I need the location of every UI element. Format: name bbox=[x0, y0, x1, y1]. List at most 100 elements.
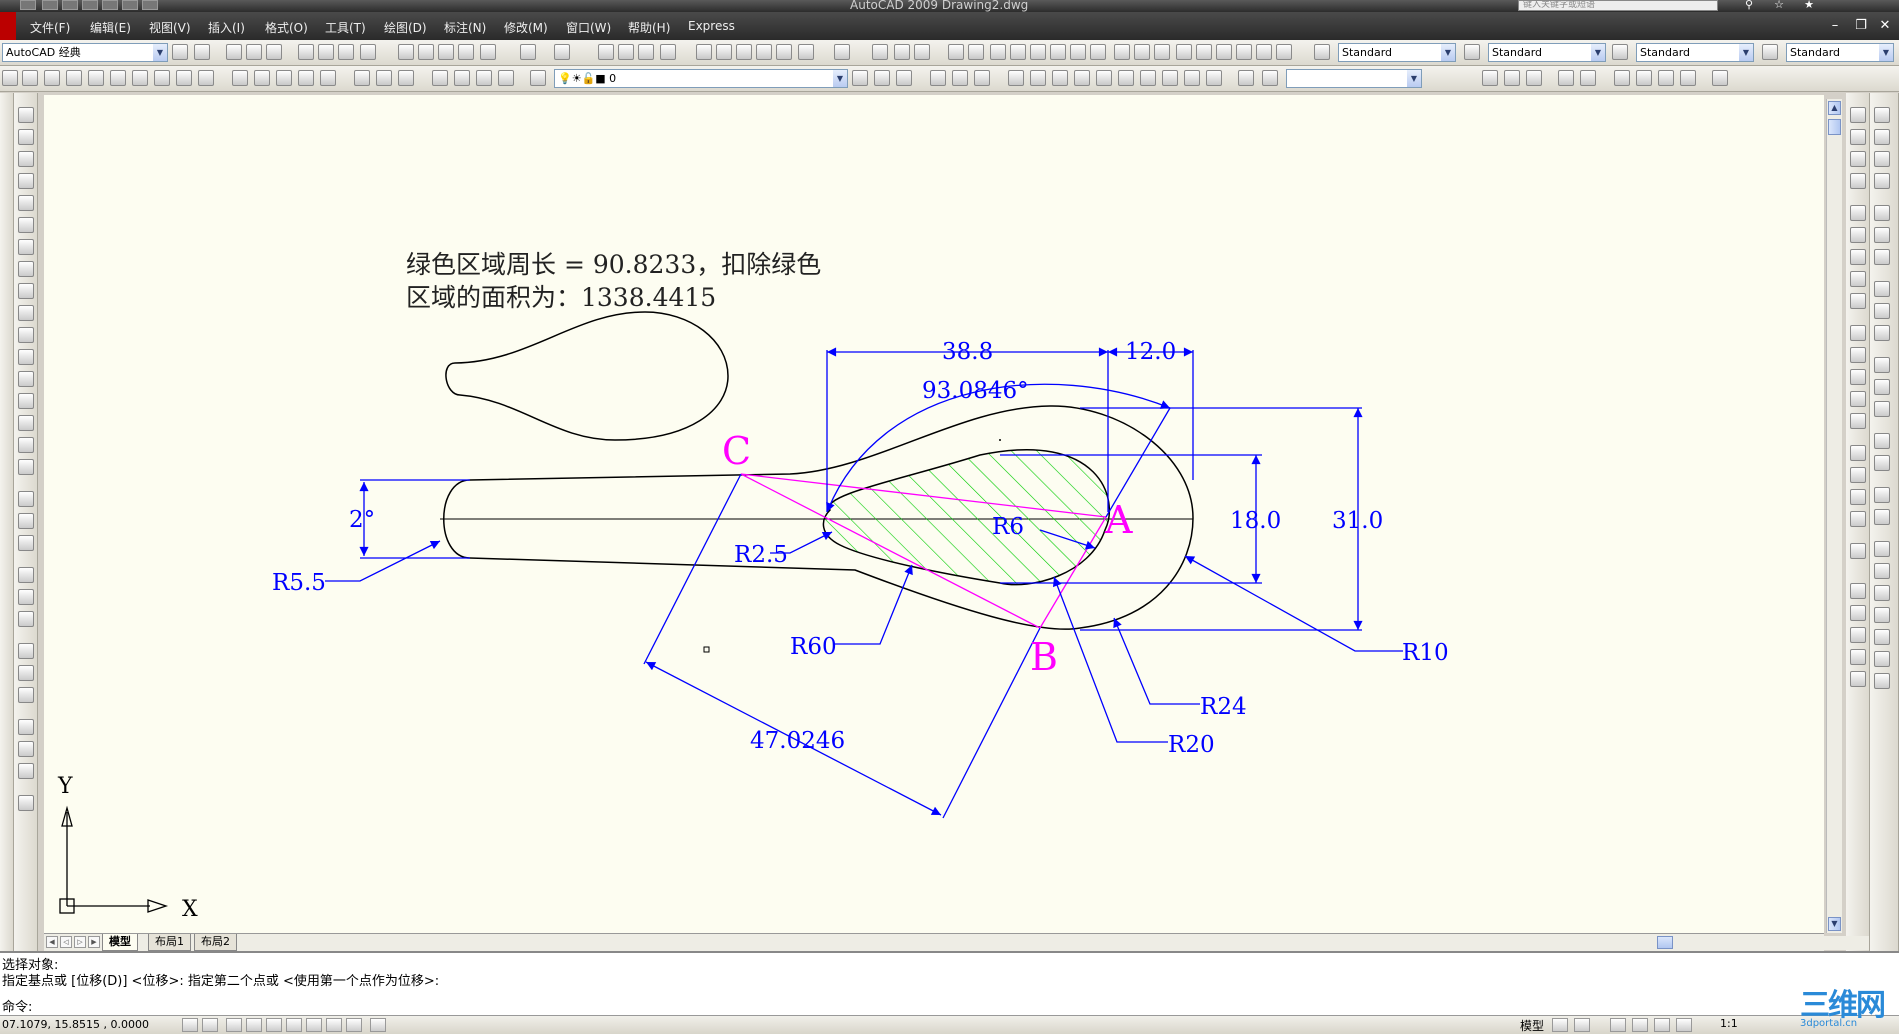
snap-mode-icon[interactable] bbox=[182, 1018, 198, 1032]
inspection-icon[interactable] bbox=[1196, 44, 1212, 60]
dim-r24[interactable]: R24 bbox=[1200, 694, 1247, 720]
workspace-select[interactable]: AutoCAD 经典 ▼ bbox=[2, 43, 168, 62]
layout-viewport-icon[interactable] bbox=[1552, 1018, 1568, 1032]
text-style-select[interactable]: Standard ▼ bbox=[1338, 43, 1456, 62]
menu-draw[interactable]: 绘图(D) bbox=[384, 21, 427, 35]
center-mark-left-icon[interactable] bbox=[18, 763, 34, 779]
dim-angular-icon[interactable] bbox=[1030, 44, 1046, 60]
dim-arc-left-icon[interactable] bbox=[18, 535, 34, 551]
undo-icon[interactable] bbox=[122, 0, 138, 10]
ucs-object-icon[interactable] bbox=[1558, 70, 1574, 86]
dim-r2-5[interactable]: R2.5 bbox=[734, 542, 788, 568]
snap-parallel-icon[interactable] bbox=[1874, 379, 1890, 395]
menu-edit[interactable]: 编辑(E) bbox=[90, 21, 131, 35]
polar-tracking-icon[interactable] bbox=[246, 1018, 262, 1032]
arc-icon[interactable] bbox=[1850, 227, 1866, 243]
menu-dimension[interactable]: 标注(N) bbox=[444, 21, 487, 35]
ucs-previous-icon[interactable] bbox=[1504, 70, 1520, 86]
dim-18-0[interactable]: 18.0 bbox=[1230, 508, 1281, 534]
cylinder-icon[interactable] bbox=[88, 70, 104, 86]
object-snap-tracking-icon[interactable] bbox=[286, 1018, 302, 1032]
undo-toolbar-icon[interactable] bbox=[520, 44, 536, 60]
multileader-style-select[interactable]: Standard ▼ bbox=[1786, 43, 1894, 62]
intersect-icon[interactable] bbox=[376, 70, 392, 86]
left-view-icon[interactable] bbox=[1052, 70, 1068, 86]
jogged-linear-icon[interactable] bbox=[1216, 44, 1232, 60]
chamfer-icon[interactable] bbox=[18, 415, 34, 431]
plot-preview-icon[interactable] bbox=[318, 44, 334, 60]
calculator-icon[interactable] bbox=[798, 44, 814, 60]
dim-r5-5[interactable]: R5.5 bbox=[272, 570, 326, 596]
dim-break-icon[interactable] bbox=[1134, 44, 1150, 60]
rotate-icon[interactable] bbox=[18, 239, 34, 255]
copy-icon[interactable] bbox=[418, 44, 434, 60]
right-view-icon[interactable] bbox=[1074, 70, 1090, 86]
workspace-settings-icon[interactable] bbox=[172, 44, 188, 60]
open-file-icon[interactable] bbox=[246, 44, 262, 60]
dim-r10[interactable]: R10 bbox=[1402, 640, 1449, 666]
model-space-canvas[interactable]: 38.8 12.0 93.0846° 18.0 31.0 2° R5.5 R2.… bbox=[44, 95, 1824, 933]
cone-icon[interactable] bbox=[44, 70, 60, 86]
sphere-icon[interactable] bbox=[110, 70, 126, 86]
qnew-icon[interactable] bbox=[42, 0, 58, 10]
quick-properties-icon[interactable] bbox=[370, 1018, 386, 1032]
rectangle-icon[interactable] bbox=[1850, 205, 1866, 221]
section-plane-icon[interactable] bbox=[498, 70, 514, 86]
menu-tools[interactable]: 工具(T) bbox=[325, 21, 366, 35]
erase-icon[interactable] bbox=[18, 107, 34, 123]
chevron-down-icon[interactable]: ▼ bbox=[1739, 44, 1753, 61]
continuous-orbit-icon[interactable] bbox=[974, 70, 990, 86]
draw-order-icon[interactable] bbox=[1850, 583, 1866, 599]
infocenter-search-icon[interactable]: ⚲ bbox=[1744, 0, 1754, 11]
region-icon[interactable] bbox=[1850, 489, 1866, 505]
drawing-svg[interactable]: 38.8 12.0 93.0846° 18.0 31.0 2° R5.5 R2.… bbox=[44, 95, 1824, 933]
menu-file[interactable]: 文件(F) bbox=[30, 21, 71, 35]
design-center-icon[interactable] bbox=[716, 44, 732, 60]
polysolid-icon[interactable] bbox=[154, 70, 170, 86]
dim-radius-icon[interactable] bbox=[968, 44, 984, 60]
table-icon[interactable] bbox=[1850, 511, 1866, 527]
scroll-down-icon[interactable]: ▼ bbox=[1828, 917, 1841, 931]
zoom-center-icon[interactable] bbox=[1874, 607, 1890, 623]
tab-layout2[interactable]: 布局2 bbox=[194, 934, 237, 951]
realistic-icon[interactable] bbox=[1658, 70, 1674, 86]
steering-wheel-icon[interactable] bbox=[1654, 1018, 1670, 1032]
menu-help[interactable]: 帮助(H) bbox=[628, 21, 671, 35]
menu-modify[interactable]: 修改(M) bbox=[504, 21, 548, 35]
note-line-1[interactable]: 绿色区域周长 = 90.8233，扣除绿色 bbox=[406, 250, 822, 279]
construction-line-icon[interactable] bbox=[1850, 129, 1866, 145]
bring-above-icon[interactable] bbox=[1850, 649, 1866, 665]
dim-12-0[interactable]: 12.0 bbox=[1125, 339, 1176, 365]
save-file-icon[interactable] bbox=[266, 44, 282, 60]
top-view-icon[interactable] bbox=[1008, 70, 1024, 86]
join-icon[interactable] bbox=[18, 393, 34, 409]
paste-icon[interactable] bbox=[438, 44, 454, 60]
tab-next-icon[interactable]: ▷ bbox=[74, 936, 86, 948]
2d-wireframe-icon[interactable] bbox=[1614, 70, 1630, 86]
snap-nearest-icon[interactable] bbox=[1874, 455, 1890, 471]
snap-endpoint-icon[interactable] bbox=[1874, 151, 1890, 167]
print-icon[interactable] bbox=[298, 44, 314, 60]
union-icon[interactable] bbox=[320, 70, 336, 86]
box-icon[interactable] bbox=[2, 70, 18, 86]
chevron-down-icon[interactable]: ▼ bbox=[153, 44, 167, 61]
properties-icon[interactable] bbox=[696, 44, 712, 60]
snap-insert-icon[interactable] bbox=[1874, 401, 1890, 417]
zoom-object-icon[interactable] bbox=[1874, 629, 1890, 645]
front-view-icon[interactable] bbox=[1096, 70, 1112, 86]
snap-none-icon[interactable] bbox=[1874, 487, 1890, 503]
plot-icon[interactable] bbox=[102, 0, 118, 10]
command-prompt[interactable]: 命令: bbox=[2, 1000, 33, 1015]
save-icon[interactable] bbox=[82, 0, 98, 10]
extrude-icon[interactable] bbox=[198, 70, 214, 86]
tool-palettes-icon[interactable] bbox=[736, 44, 752, 60]
tab-first-icon[interactable]: ◀ bbox=[46, 936, 58, 948]
subtract-icon[interactable] bbox=[354, 70, 370, 86]
free-orbit-icon[interactable] bbox=[952, 70, 968, 86]
stretch-icon[interactable] bbox=[18, 283, 34, 299]
array-icon[interactable] bbox=[18, 195, 34, 211]
cut-icon[interactable] bbox=[398, 44, 414, 60]
dim-style-icon[interactable] bbox=[1464, 44, 1480, 60]
dim-angle[interactable]: 93.0846° bbox=[922, 378, 1029, 404]
3d-align-icon[interactable] bbox=[454, 70, 470, 86]
